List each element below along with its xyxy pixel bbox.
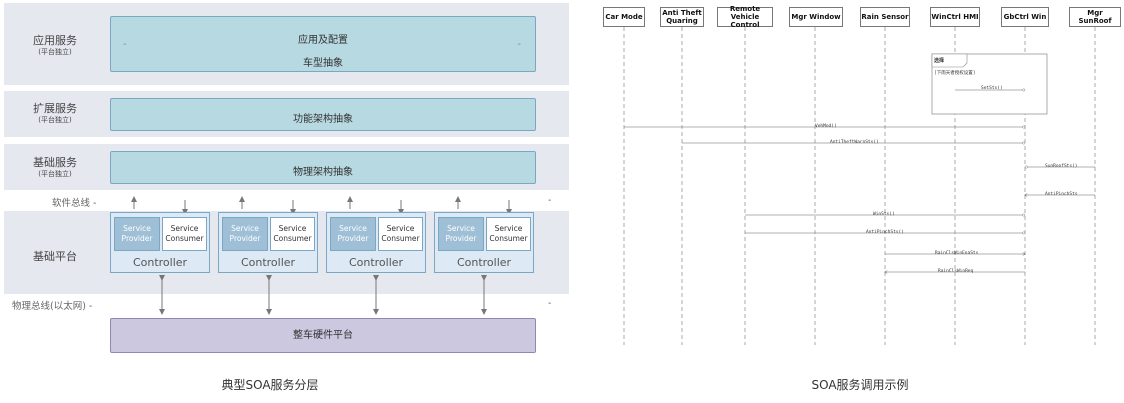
layer-label-platform: 基础平台 [33,250,77,263]
software-bus-label: 软件总线 - [52,198,97,209]
service-provider: Service Provider [330,217,376,251]
controller-label: Controller [348,256,404,269]
controller-1: Service Provider Service Consumer Contro… [110,212,210,273]
left-caption: 典型SOA服务分层 [221,378,319,392]
layer-arrows [131,196,512,315]
service-provider: Service Provider [222,217,268,251]
participant-car-mode: Car Mode [603,7,645,27]
participant-winctrl-hmi: WinCtrl HMI [930,7,980,27]
phys-arch-box: 物理架构抽象 [110,151,536,184]
service-consumer: Service Consumer [162,217,207,251]
participant-rain-sensor: Rain Sensor [860,7,910,27]
controller-label: Controller [240,256,296,269]
sequence-diagram [623,27,1096,345]
layer-label-base: 基础服务(平台独立) [33,156,77,178]
message-label: RainClsWinEnaSts [935,251,979,256]
message-label: RainClsWinReq [938,269,974,274]
message-label: VehMod() [815,124,837,129]
message-label: AntiPinchSts [1045,192,1078,197]
app-config-box: 应用及配置 车型抽象 - - [110,16,536,72]
controller-label: Controller [132,256,188,269]
layer-label-ext: 扩展服务(平台独立) [33,102,77,124]
physical-bus-dash: - [548,298,552,309]
participant-anti-theft: Anti Theft Quaring [660,7,704,27]
message-label: WinSts() [873,212,895,217]
message-label: SunRoofSts() [1045,164,1078,169]
software-bus-dash: - [548,195,552,206]
controller-4: Service Provider Service Consumer Contro… [434,212,534,273]
controller-3: Service Provider Service Consumer Contro… [326,212,426,273]
message-label: SetSts() [981,86,1003,91]
controller-2: Service Provider Service Consumer Contro… [218,212,318,273]
message-label: AntiTheftWarnSts() [830,140,879,145]
physical-bus-label: 物理总线(以太网) - [12,301,93,312]
layer-label-app: 应用服务(平台独立) [33,34,77,56]
frame-guard: [下雨天者授权设置] [934,71,976,76]
controller-label: Controller [456,256,512,269]
participant-mgr-window: Mgr Window [789,7,843,27]
service-provider: Service Provider [114,217,160,251]
service-consumer: Service Consumer [270,217,315,251]
alt-frame-tab [931,53,968,68]
frame-title: 选择 [934,58,945,64]
service-provider: Service Provider [438,217,484,251]
participant-gbctrl-win: GbCtrl Win [1001,7,1049,27]
hardware-platform-box: 整车硬件平台 [110,318,536,353]
right-caption: SOA服务调用示例 [811,378,909,392]
message-label: AntiPinchSts() [866,230,904,235]
service-consumer: Service Consumer [378,217,423,251]
service-consumer: Service Consumer [486,217,531,251]
participant-remote-vehicle: Remote Vehicle Control [717,5,773,29]
func-arch-box: 功能架构抽象 [110,98,536,131]
participant-mgr-sunroof: Mgr SunRoof [1069,7,1121,27]
